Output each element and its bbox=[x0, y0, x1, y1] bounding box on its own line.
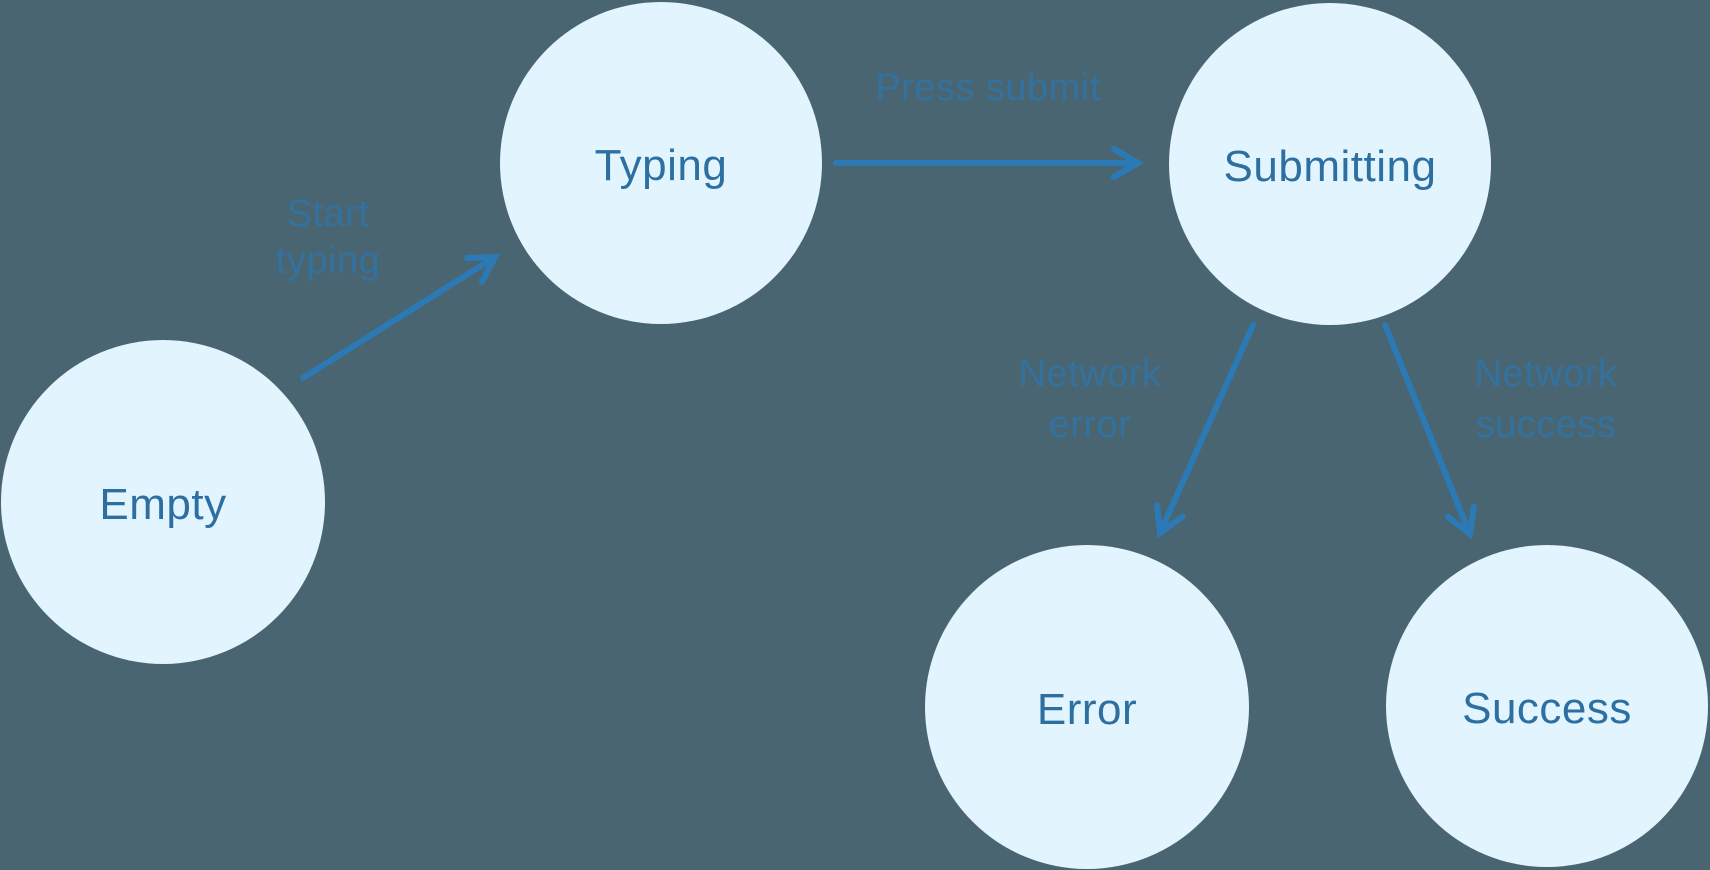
state-node-label-submitting: Submitting bbox=[1224, 142, 1437, 191]
state-node-typing bbox=[500, 2, 822, 324]
transition-arrow-network-success bbox=[1382, 322, 1477, 540]
transition-label-network-error-line1: Network bbox=[1019, 353, 1162, 395]
transition-label-network-error-line2: error bbox=[1049, 404, 1132, 446]
transition-arrow-network-error bbox=[1154, 322, 1256, 539]
state-node-success bbox=[1386, 545, 1708, 867]
state-node-empty bbox=[1, 340, 325, 664]
transition-arrow-start-typing bbox=[300, 253, 501, 381]
state-node-error bbox=[925, 545, 1249, 869]
transition-label-start-typing-line1: Start bbox=[287, 193, 370, 235]
transition-label-start-typing-line2: typing bbox=[276, 240, 380, 282]
transition-label-press-submit: Press submit bbox=[875, 67, 1101, 109]
state-node-submitting bbox=[1169, 3, 1491, 325]
state-node-label-typing: Typing bbox=[595, 141, 728, 190]
transition-label-network-success-line1: Network bbox=[1475, 353, 1618, 395]
state-node-label-success: Success bbox=[1462, 684, 1632, 733]
state-node-label-empty: Empty bbox=[99, 480, 226, 529]
transition-label-network-success-line2: success bbox=[1476, 404, 1617, 446]
state-node-label-error: Error bbox=[1037, 685, 1137, 734]
